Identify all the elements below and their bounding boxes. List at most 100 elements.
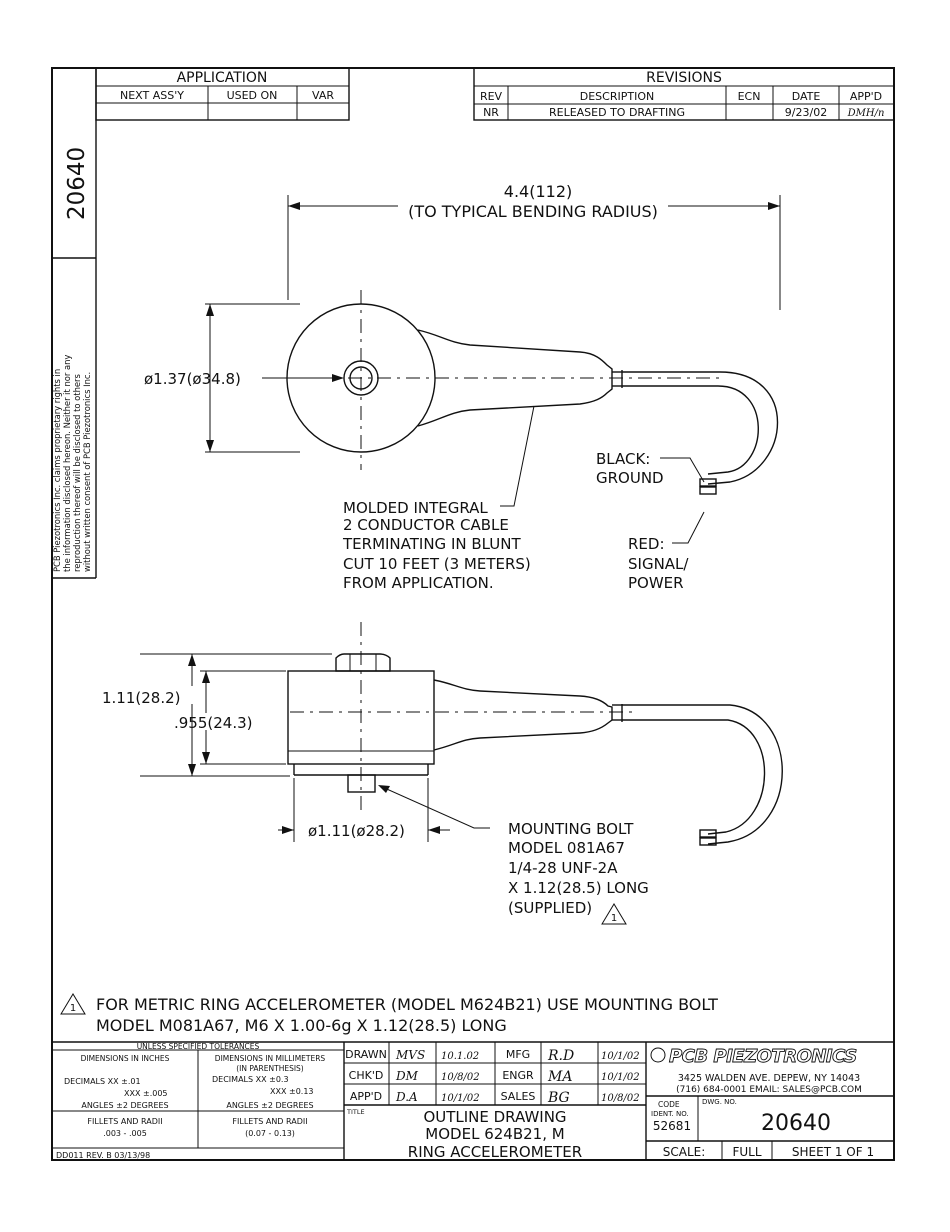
signoff-appd-label: APP'D (350, 1090, 382, 1103)
revisions-header-date: DATE (792, 90, 821, 103)
mounting-bolt-shank (347, 774, 376, 793)
tol-mm-angles: ANGLES ±2 DEGREES (226, 1101, 313, 1110)
mounting-bolt-line-2: MODEL 081A67 (508, 839, 625, 857)
note-flag-number: 1 (70, 1003, 76, 1014)
black-ground-callout: BLACK: GROUND (596, 450, 705, 487)
signoff-sales-date: 10/8/02 (601, 1093, 640, 1104)
red-signal-callout: RED: SIGNAL/ POWER (628, 511, 705, 592)
tol-mm-fillets-2: (0.07 - 0.13) (245, 1129, 295, 1138)
red-signal-line-2: SIGNAL/ (628, 555, 689, 573)
cable-boot (417, 329, 613, 427)
proprietary-notice-line-2: the information disclosed hereon. Neithe… (62, 355, 72, 572)
mounting-bolt-line-4: X 1.12(28.5) LONG (508, 879, 649, 897)
revisions-header-appd: APP'D (850, 90, 882, 103)
signoff-sales-label: SALES (501, 1090, 536, 1103)
sheet-value: SHEET 1 OF 1 (792, 1145, 874, 1159)
company-name: PCB PIEZOTRONICS (669, 1046, 857, 1067)
cable-line-2: 2 CONDUCTOR CABLE (343, 516, 509, 534)
proprietary-notice-line-3: reproduction thereof will be disclosed t… (72, 374, 82, 572)
signoff-chkd-label: CHK'D (349, 1069, 384, 1082)
tol-inch-decimals-2: XXX ±.005 (124, 1089, 168, 1098)
title-block: UNLESS SPECIFIED TOLERANCES DIMENSIONS I… (52, 1041, 894, 1161)
signoff-engr-label: ENGR (502, 1069, 534, 1082)
side-cable-inner (622, 719, 766, 835)
black-ground-line-2: GROUND (596, 469, 664, 487)
proprietary-notice-line-1: PCB Piezotronics Inc. claims proprietary… (52, 369, 62, 572)
dwg-no-value: 20640 (761, 1111, 831, 1136)
side-stamp: 20640 PCB Piezotronics Inc. claims propr… (52, 68, 97, 579)
code-ident-value: 52681 (653, 1119, 691, 1133)
revisions-header-rev: REV (480, 90, 503, 103)
top-diameter-dim: ø1.37(ø34.8) (144, 370, 241, 388)
side-view: 1.11(28.2) .955(24.3) ø1.11(ø28.2) MOUNT… (102, 622, 783, 925)
cable-inner (622, 385, 759, 475)
title-line-2: MODEL 624B21, M (425, 1125, 564, 1143)
dwg-no-label: DWG. NO. (702, 1098, 737, 1106)
bending-radius-note: (TO TYPICAL BENDING RADIUS) (408, 202, 658, 221)
side-cable-outer (622, 704, 783, 845)
scale-label: SCALE: (663, 1145, 706, 1159)
application-header-used-on: USED ON (227, 89, 278, 102)
signoff-chkd-initials: DM (395, 1069, 419, 1083)
signoff-appd-date: 10/1/02 (441, 1093, 480, 1104)
tol-inch-decimals-1: DECIMALS XX ±.01 (64, 1077, 141, 1086)
tol-inch-fillets-1: FILLETS AND RADII (87, 1117, 162, 1126)
hex-nut (335, 653, 391, 672)
tol-inches-header: DIMENSIONS IN INCHES (81, 1054, 170, 1063)
mounting-bolt-callout: MOUNTING BOLT MODEL 081A67 1/4-28 UNF-2A… (378, 785, 649, 925)
signoff-engr-date: 10/1/02 (601, 1072, 640, 1083)
note-line-2: MODEL M081A67, M6 X 1.00-6g X 1.12(28.5)… (96, 1016, 507, 1035)
cable-line-4: CUT 10 FEET (3 METERS) (343, 555, 531, 573)
signoff-mfg-date: 10/1/02 (601, 1051, 640, 1062)
cable-line-5: FROM APPLICATION. (343, 574, 494, 592)
application-header-next-assy: NEXT ASS'Y (120, 89, 184, 102)
signoff-mfg-initials: R.D (547, 1048, 574, 1064)
cable-line-1: MOLDED INTEGRAL (343, 499, 488, 517)
revisions-header-description: DESCRIPTION (580, 90, 654, 103)
side-cable-boot (433, 679, 613, 751)
cable-callout: MOLDED INTEGRAL 2 CONDUCTOR CABLE TERMIN… (342, 405, 535, 592)
scale-value: FULL (732, 1145, 761, 1159)
revisions-table: REVISIONS REV DESCRIPTION ECN DATE APP'D… (473, 67, 895, 121)
title-line-1: OUTLINE DRAWING (423, 1108, 566, 1126)
ring-body-side (287, 670, 435, 765)
pcb-logo: PCB PIEZOTRONICS (650, 1046, 858, 1067)
company-address: 3425 WALDEN AVE. DEPEW, NY 14043 (678, 1073, 860, 1084)
application-title: APPLICATION (177, 70, 268, 86)
revisions-header-ecn: ECN (738, 90, 761, 103)
tol-inch-angles: ANGLES ±2 DEGREES (81, 1101, 168, 1110)
bending-radius-value: 4.4(112) (504, 182, 572, 201)
cable-line-3: TERMINATING IN BLUNT (342, 535, 521, 553)
top-view: 4.4(112) (TO TYPICAL BENDING RADIUS) ø1.… (144, 182, 781, 592)
cable-outer (622, 371, 779, 485)
code-ident-label-2: IDENT. NO. (651, 1110, 689, 1118)
tol-mm-decimals-2: XXX ±0.13 (270, 1087, 314, 1096)
revisions-title: REVISIONS (646, 70, 722, 86)
signoff-sales-initials: BG (547, 1090, 570, 1106)
signoff-chkd-date: 10/8/02 (441, 1072, 480, 1083)
signoff-drawn-date: 10.1.02 (441, 1051, 479, 1062)
title-label: TITLE (346, 1108, 365, 1116)
mounting-bolt-line-3: 1/4-28 UNF-2A (508, 859, 618, 877)
revision-description: RELEASED TO DRAFTING (549, 106, 685, 119)
metric-note: 1 FOR METRIC RING ACCELEROMETER (MODEL M… (60, 993, 718, 1035)
proprietary-notice-line-4: without written consent of PCB Piezotron… (82, 372, 92, 572)
signoff-drawn-label: DRAWN (345, 1048, 387, 1061)
tol-mm-fillets-1: FILLETS AND RADII (232, 1117, 307, 1126)
black-ground-line-1: BLACK: (596, 450, 650, 468)
tol-mm-decimals-1: DECIMALS XX ±0.3 (212, 1075, 289, 1084)
mounting-bolt-line-1: MOUNTING BOLT (508, 820, 634, 838)
signoff-engr-initials: MA (547, 1069, 572, 1085)
tolerance-title: UNLESS SPECIFIED TOLERANCES (137, 1042, 260, 1051)
note-line-1: FOR METRIC RING ACCELEROMETER (MODEL M62… (96, 995, 718, 1014)
application-table: APPLICATION NEXT ASS'Y USED ON VAR (95, 67, 350, 121)
form-number: DD011 REV. B 03/13/98 (56, 1151, 150, 1160)
company-contact: (716) 684-0001 EMAIL: SALES@PCB.COM (676, 1085, 862, 1095)
height-body-dim: .955(24.3) (174, 714, 253, 732)
bottom-diameter-dim: ø1.11(ø28.2) (308, 822, 405, 840)
red-signal-line-3: POWER (628, 574, 684, 592)
note-flag-triangle (60, 993, 86, 1015)
tol-inch-fillets-2: .003 - .005 (103, 1129, 147, 1138)
code-ident-label-1: CODE (658, 1100, 680, 1109)
